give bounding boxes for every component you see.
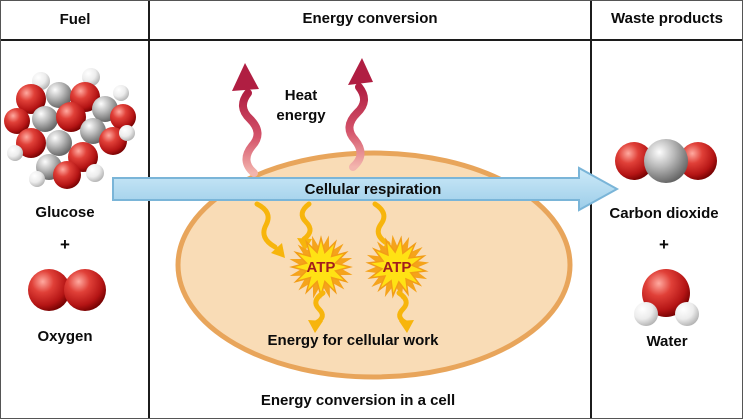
waste-plus-sign: +: [659, 235, 669, 254]
header-rule: [1, 39, 742, 41]
heat-energy-label: Heat energy: [276, 86, 325, 126]
heat-arrowhead-icon: [348, 58, 373, 85]
energy-arrow-to-work-2: [396, 290, 414, 333]
cellular-work-label: Energy for cellular work: [267, 332, 439, 349]
energy-arrow-to-atp-2: [297, 201, 313, 251]
oxygen-label: Oxygen: [37, 328, 93, 345]
cellular-respiration-label: Cellular respiration: [304, 181, 442, 198]
water-label: Water: [646, 333, 688, 350]
atp-label: ATP: [307, 259, 336, 276]
diagram-caption: Energy conversion in a cell: [260, 392, 456, 409]
carbon-dioxide-label: Carbon dioxide: [609, 205, 719, 222]
oxygen-molecule: [28, 269, 106, 311]
column-divider-left: [148, 1, 150, 418]
heat-arrowhead-icon: [232, 63, 259, 91]
energy-arrow-to-work-1: [308, 290, 326, 333]
header-energy-conversion: Energy conversion: [302, 10, 438, 27]
glucose-label: Glucose: [35, 204, 95, 221]
header-waste-products: Waste products: [611, 10, 723, 27]
atp-starburst-right: ATP: [364, 234, 430, 300]
column-divider-right: [590, 1, 592, 418]
carbon-dioxide-molecule: [615, 139, 717, 183]
fuel-plus-sign: +: [60, 235, 70, 254]
header-fuel: Fuel: [59, 11, 91, 28]
atp-label: ATP: [383, 259, 412, 276]
heat-arrow-left: [232, 63, 262, 177]
heat-energy-line1: Heat: [284, 87, 318, 104]
heat-energy-line2: energy: [276, 107, 326, 124]
energy-arrow-to-atp-1: [254, 201, 285, 258]
atp-starburst-left: ATP: [289, 235, 353, 299]
cellular-respiration-arrow: [112, 166, 620, 212]
heat-arrow-right: [345, 58, 373, 171]
water-molecule: [634, 269, 699, 326]
glucose-molecule: [4, 68, 136, 189]
